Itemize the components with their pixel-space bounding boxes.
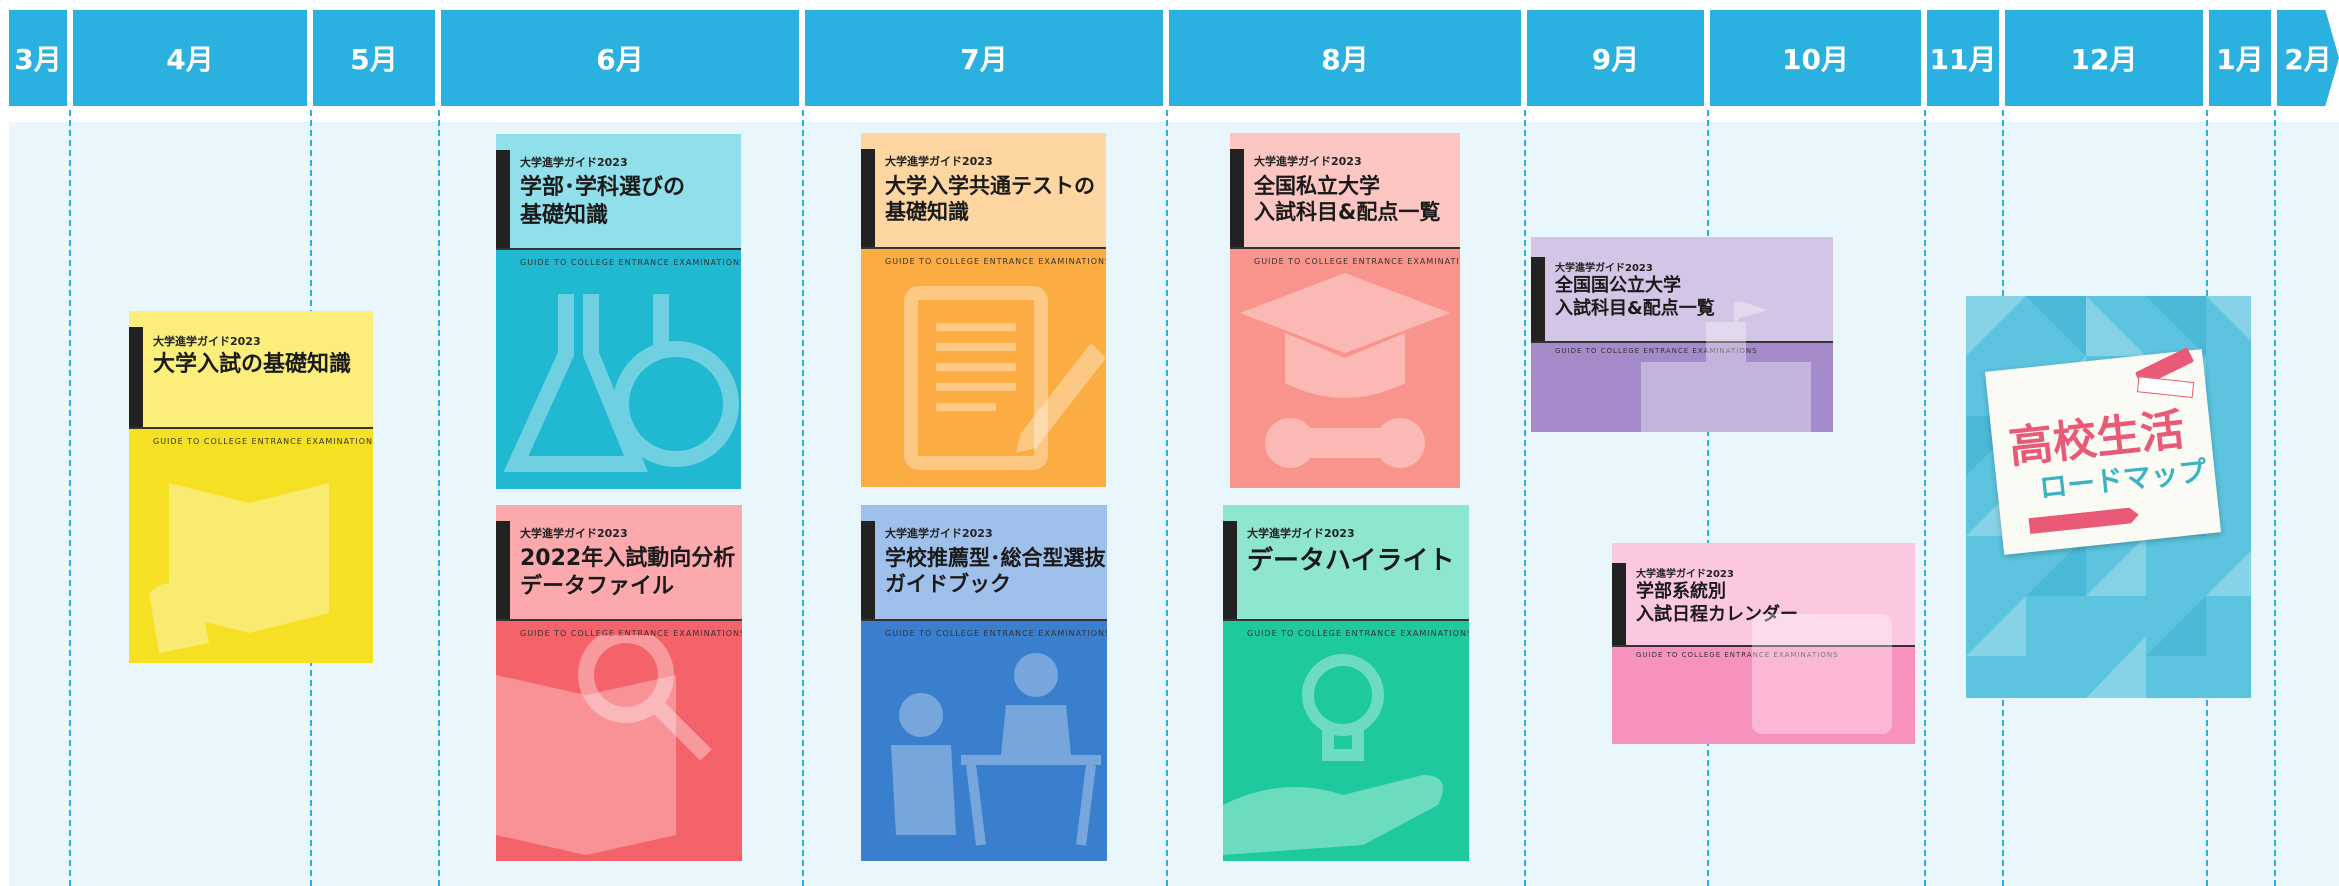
book-series-label: 大学進学ガイド2023	[1636, 569, 1734, 580]
month-divider	[1707, 110, 1709, 886]
book-subtitle: GUIDE TO COLLEGE ENTRANCE EXAMINATIONS	[1254, 257, 1460, 266]
month-divider	[2274, 110, 2276, 886]
book-cover-national-univ-subjects[interactable]: 大学進学ガイド2023 全国国公立大学入試科目&配点一覧 GUIDE TO CO…	[1531, 237, 1833, 432]
month-divider	[1524, 110, 1526, 886]
book-cover-exam-datafile[interactable]: 大学進学ガイド2023 2022年入試動向分析データファイル GUIDE TO …	[496, 505, 742, 861]
book-cover-faculty-choice[interactable]: 大学進学ガイド2023 学部･学科選びの基礎知識 GUIDE TO COLLEG…	[496, 134, 741, 489]
month-divider	[1166, 110, 1168, 886]
book-subtitle: GUIDE TO COLLEGE ENTRANCE EXAMINATIONS	[1636, 651, 1839, 659]
book-subtitle: GUIDE TO COLLEGE ENTRANCE EXAMINATIONS	[885, 629, 1107, 638]
book-subtitle: GUIDE TO COLLEGE ENTRANCE EXAMINATIONS	[1247, 629, 1469, 638]
month-march: 3月	[9, 10, 67, 106]
month-august: 8月	[1169, 10, 1521, 106]
calendar-icon	[1752, 614, 1892, 734]
month-february: 2月	[2277, 10, 2339, 106]
month-december: 12月	[2005, 10, 2203, 106]
book-subtitle: GUIDE TO COLLEGE ENTRANCE EXAMINATIONS	[1555, 347, 1758, 355]
book-subtitle: GUIDE TO COLLEGE ENTRANCE EXAMINATIONS	[520, 629, 742, 638]
month-october: 10月	[1710, 10, 1921, 106]
book-title: 全国国公立大学入試科目&配点一覧	[1555, 275, 1715, 319]
magnifier-book-icon	[496, 635, 712, 855]
book-series-label: 大学進学ガイド2023	[885, 527, 993, 540]
month-may: 5月	[313, 10, 435, 106]
book-title: 大学入試の基礎知識	[153, 352, 352, 377]
book-cover-private-univ-subjects[interactable]: 大学進学ガイド2023 全国私立大学入試科目&配点一覧 GUIDE TO COL…	[1230, 133, 1460, 488]
book-subtitle: GUIDE TO COLLEGE ENTRANCE EXAMINATIONS	[520, 258, 741, 267]
book-title: 学部系統別入試日程カレンダー	[1636, 581, 1798, 625]
book-cover-exam-calendar[interactable]: 大学進学ガイド2023 学部系統別入試日程カレンダー GUIDE TO COLL…	[1612, 543, 1915, 744]
timeline-board	[9, 122, 2339, 886]
lightbulb-hand-icon	[1223, 654, 1443, 855]
document-pen-icon	[904, 286, 1106, 470]
month-divider	[438, 110, 440, 886]
book-title: データハイライト	[1247, 546, 1455, 576]
book-cover-exam-basics[interactable]: 大学進学ガイド2023 大学入試の基礎知識 GUIDE TO COLLEGE E…	[129, 311, 373, 663]
book-title: 学校推薦型･総合型選抜ガイドブック	[885, 546, 1106, 597]
month-november: 11月	[1927, 10, 1999, 106]
book-series-label: 大学進学ガイド2023	[153, 335, 261, 348]
book-series-label: 大学進学ガイド2023	[1254, 155, 1362, 168]
month-divider	[802, 110, 804, 886]
book-cover-common-test[interactable]: 大学進学ガイド2023 大学入学共通テストの基礎知識 GUIDE TO COLL…	[861, 133, 1106, 487]
book-title: 大学入学共通テストの基礎知識	[885, 174, 1095, 225]
month-september: 9月	[1527, 10, 1704, 106]
book-title: 全国私立大学入試科目&配点一覧	[1254, 174, 1441, 225]
month-header: 3月 4月 5月 6月 7月 8月 9月 10月 11月 12月 1月 2月	[0, 0, 2339, 110]
book-series-label: 大学進学ガイド2023	[1247, 527, 1355, 540]
month-divider	[69, 110, 71, 886]
month-divider	[1924, 110, 1926, 886]
book-series-label: 大学進学ガイド2023	[520, 527, 628, 540]
school-building-icon	[1641, 302, 1811, 432]
ribbon-banner	[2029, 507, 2140, 534]
book-series-label: 大学進学ガイド2023	[885, 155, 993, 168]
interview-icon	[891, 653, 1101, 846]
book-subtitle: GUIDE TO COLLEGE ENTRANCE EXAMINATIONS	[885, 257, 1106, 266]
book-cover-data-highlight[interactable]: 大学進学ガイド2023 データハイライト GUIDE TO COLLEGE EN…	[1223, 505, 1469, 861]
book-title: 学部･学科選びの基礎知識	[520, 175, 686, 228]
book-series-label: 大学進学ガイド2023	[1555, 263, 1653, 274]
flask-icon	[503, 294, 739, 472]
book-subtitle: GUIDE TO COLLEGE ENTRANCE EXAMINATIONS	[153, 437, 373, 446]
roadmap-card: 高校生活 ロードマップ	[1984, 347, 2222, 555]
graduation-cap-icon	[1240, 273, 1450, 468]
month-july: 7月	[805, 10, 1163, 106]
book-cover-recommendation-guide[interactable]: 大学進学ガイド2023 学校推薦型･総合型選抜ガイドブック GUIDE TO C…	[861, 505, 1107, 861]
month-april: 4月	[73, 10, 307, 106]
month-january: 1月	[2209, 10, 2271, 106]
roadmap-cover[interactable]: 高校生活 ロードマップ	[1966, 296, 2251, 698]
open-book-icon	[149, 483, 329, 653]
book-series-label: 大学進学ガイド2023	[520, 156, 628, 169]
month-june: 6月	[441, 10, 799, 106]
book-title: 2022年入試動向分析データファイル	[520, 546, 736, 599]
